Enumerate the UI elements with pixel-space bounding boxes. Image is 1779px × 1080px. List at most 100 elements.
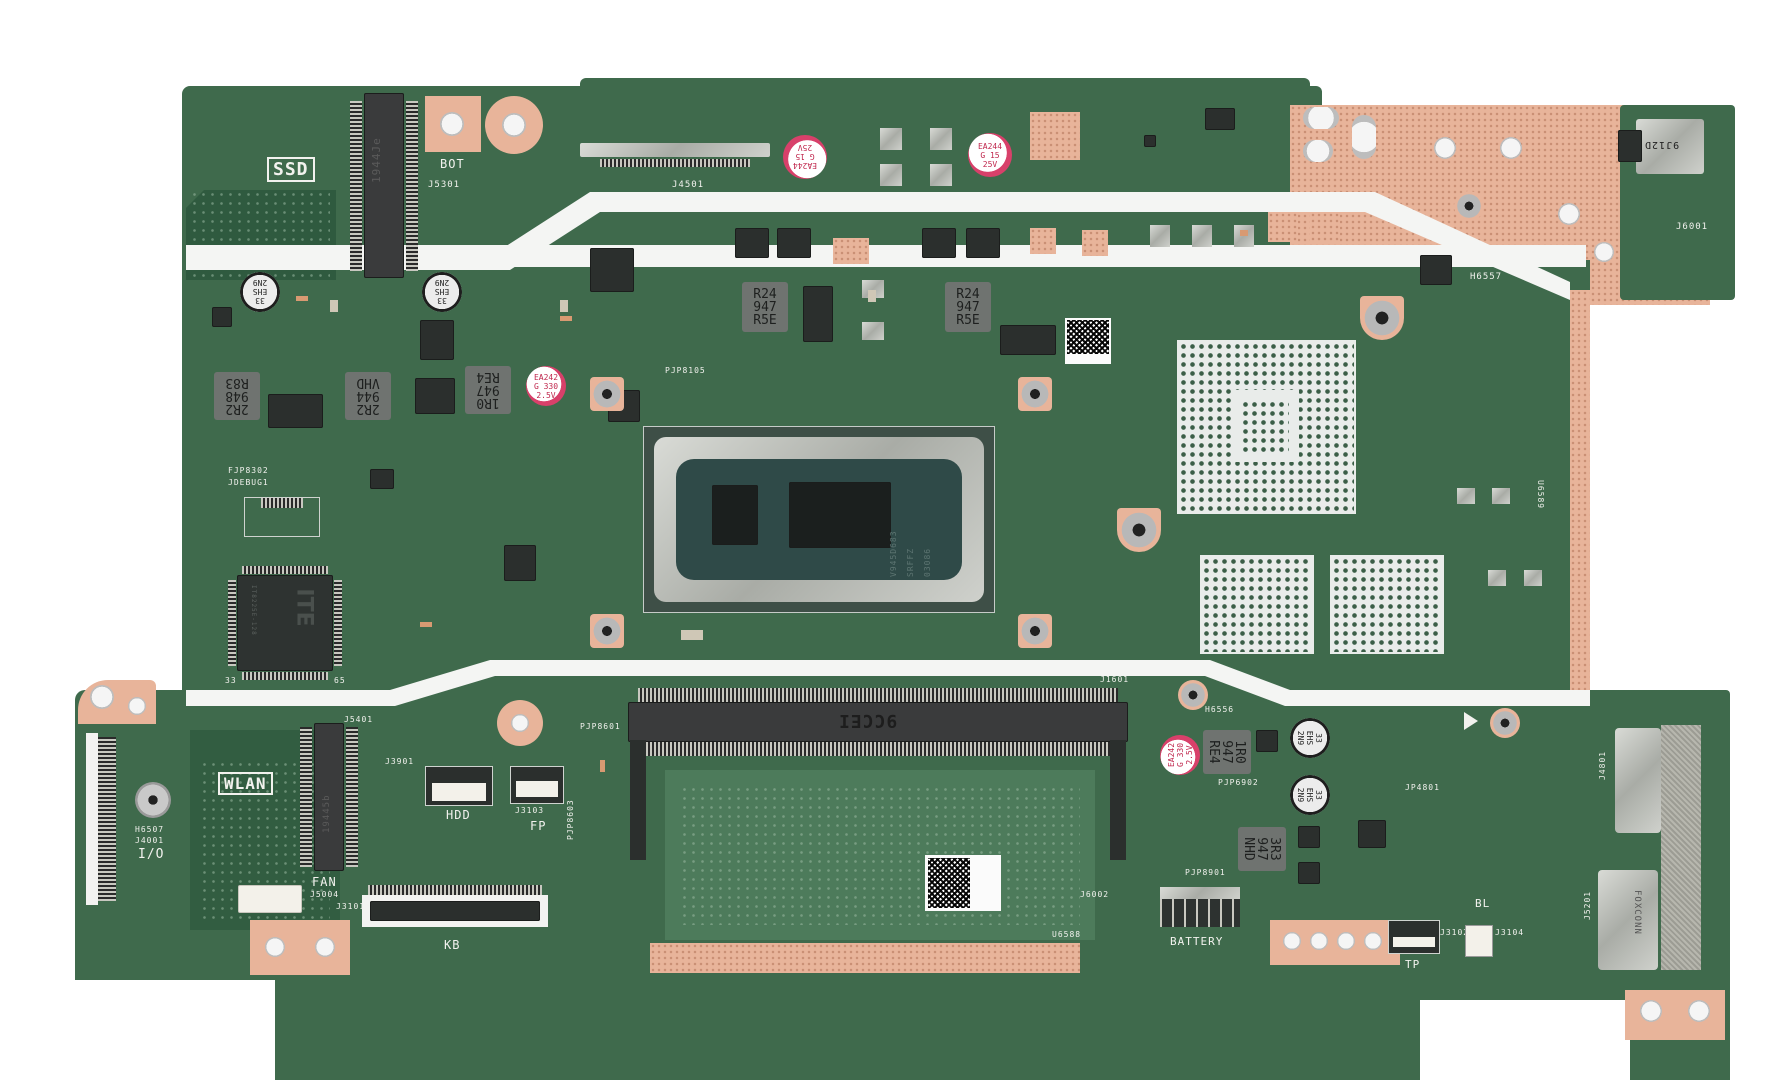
heat-spreader-strip [650, 943, 1080, 973]
vram-footprint-2 [1330, 555, 1444, 654]
ec-pins-left [228, 580, 236, 666]
ic-left-3 [370, 469, 394, 489]
ic-top-right-2 [1144, 135, 1156, 147]
mount-hole-b-1 [265, 937, 285, 957]
gpu-bga-footprint [1177, 340, 1356, 514]
capacitor-smd-2 [560, 300, 568, 312]
standoff-hole-2 [502, 113, 526, 137]
thermal-pad-5 [1268, 212, 1298, 242]
ram-latch-left[interactable] [630, 740, 646, 860]
mosfet-10 [1457, 488, 1475, 504]
ic-right-power [1420, 255, 1452, 285]
mosfet-1 [880, 128, 902, 150]
inductor-l5: R24 947 R5E [945, 282, 991, 332]
capacitor-smd-1 [330, 300, 338, 312]
ec-pins-top [242, 566, 328, 574]
silk-pjp8603: PJP8603 [566, 799, 575, 840]
silk-fan: FAN [312, 875, 337, 889]
tp-connector-j3102[interactable] [1388, 920, 1440, 954]
silk-battery: BATTERY [1170, 935, 1224, 948]
silk-j3104: J3104 [1495, 928, 1525, 937]
mosfet-9 [1234, 225, 1254, 247]
silk-jdebug1: JDEBUG1 [228, 478, 269, 487]
wlan-standoff [135, 782, 171, 818]
silk-j4801: J4801 [1598, 750, 1607, 780]
debug-header[interactable] [244, 497, 320, 537]
mosfet-br-1 [1256, 730, 1278, 752]
ec-pins-bottom [242, 672, 328, 680]
direction-arrow-icon [1464, 712, 1478, 730]
ic-top-right [1205, 108, 1235, 130]
cpu-screw-pad-bl [590, 614, 624, 648]
thermal-pad-6 [1310, 212, 1340, 242]
ic-pwr-3 [420, 320, 454, 360]
capacitor-smd-3 [868, 290, 876, 302]
ram-sodimm-slot-j1601[interactable]: 9CCEI [628, 680, 1128, 776]
battery-pad-hole-2 [1310, 932, 1328, 950]
usb-c-port-j5201[interactable]: FOXCONN [1598, 870, 1658, 970]
silk-pjp6902: PJP6902 [1218, 778, 1259, 787]
ssd-m2-slot[interactable]: 1944Je [350, 93, 418, 278]
bl-connector-j3104[interactable] [1465, 925, 1493, 957]
mosfet-array-4 [966, 228, 1000, 258]
silk-ite-pin33: 33 [225, 676, 237, 685]
silk-u6589: U6589 [1536, 480, 1545, 510]
ram-latch-right[interactable] [1110, 740, 1126, 860]
display-connector-j4501[interactable] [580, 143, 770, 171]
vram-footprint-1 [1200, 555, 1314, 654]
resistor-5 [1240, 230, 1248, 236]
bracket-hole-2 [1500, 137, 1522, 159]
mount-hole-br-1 [1640, 1000, 1662, 1022]
capacitor-c2: EA244 G 15 25V [968, 133, 1012, 177]
mosfet-2 [930, 128, 952, 150]
dc-jack-marking: 9J12D [1644, 139, 1680, 150]
cpu-marking-1: V945D683 [889, 530, 898, 577]
io-ffc-connector-j4001[interactable] [86, 733, 118, 905]
standoff-hole-1 [440, 112, 464, 136]
cpu-die-main [789, 482, 891, 548]
silk-tp: TP [1405, 958, 1421, 971]
silk-kb: KB [444, 938, 461, 952]
usb-port-j4801[interactable] [1615, 728, 1661, 833]
silk-pjp8105: PJP8105 [665, 366, 706, 375]
mosfet-4 [930, 164, 952, 186]
standoff-pad-right [1490, 708, 1520, 738]
fp-connector-j3103[interactable] [510, 766, 564, 804]
bracket-slot-1 [1303, 107, 1339, 129]
bracket-slot-3 [1352, 115, 1376, 159]
silk-bot: BOT [440, 157, 465, 171]
thermal-pad-top [1030, 112, 1080, 160]
resistor-4 [600, 760, 605, 772]
silk-u6588: U6588 [1052, 930, 1082, 939]
mosfet-br-3 [1298, 862, 1320, 884]
keyboard-connector-j3101[interactable] [362, 885, 548, 927]
silk-j4501: J4501 [672, 180, 705, 190]
fan-connector-j5004[interactable] [238, 885, 302, 913]
battery-pad-hole-1 [1283, 932, 1301, 950]
silk-j3103: J3103 [515, 806, 545, 815]
silk-j1601: J1601 [1100, 675, 1130, 684]
silk-hdd: HDD [446, 808, 471, 822]
cpu-package: V945D683 SRFFZ 03086 [643, 426, 995, 613]
wlan-m2-slot[interactable]: 19445b [300, 723, 358, 871]
mosfet-array-2 [777, 228, 811, 258]
silk-h6556: H6556 [1205, 705, 1235, 714]
copper-spine-right [1570, 290, 1590, 700]
dc-power-jack[interactable]: 9J12D [1636, 119, 1704, 174]
thermal-pad-3 [1030, 228, 1056, 254]
hdd-connector-j3901[interactable] [425, 766, 493, 806]
cpu-marking-2: SRFFZ [906, 547, 915, 577]
ic-pwr-4 [212, 307, 232, 327]
qr-label-ram [925, 855, 1001, 911]
inductor-l3: 1R0 947 RE4 [465, 366, 511, 414]
wlan-slot-marking: 19445b [322, 794, 332, 833]
inductor-l6: 1R0 947 RE4 [1203, 730, 1251, 774]
silk-j3901: J3901 [385, 757, 415, 766]
capacitor-c1: EA244 G 15 25V [783, 135, 827, 179]
bracket-slot-2 [1303, 140, 1333, 162]
resistor-3 [420, 622, 432, 627]
standoff-hole-hdd [511, 714, 529, 732]
battery-connector[interactable] [1160, 887, 1240, 929]
